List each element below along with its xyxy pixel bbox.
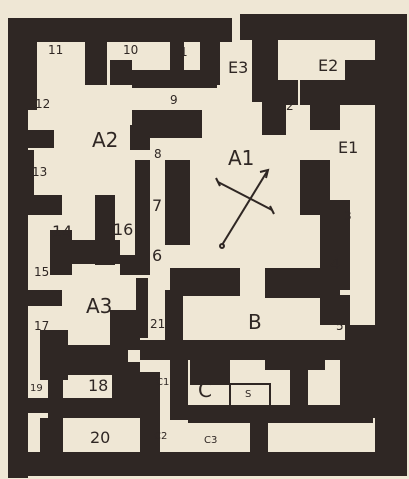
room-E3-label: E3 [228,58,249,77]
room-21-label: 21 [150,317,166,331]
area-A2-label: A2 [92,128,119,152]
room-C1-label: C1 [156,377,170,388]
room-15-label: 15 [34,265,50,279]
room-10-label: 10 [123,43,139,57]
room-6-label: 6 [152,246,163,265]
room-C3-label: C3 [204,435,218,446]
room-11-label: 11 [48,43,64,57]
room-E2-label: E2 [318,56,339,75]
room-17-label: 17 [34,319,50,333]
room-8-label: 8 [154,147,162,161]
area-B-label: B [248,310,262,334]
room-S-label: S [245,389,252,400]
room-4-label: 4 [330,254,341,273]
room-12-label: 12 [35,97,51,111]
room-5-label: 5 [336,319,344,333]
room-7-label: 7 [152,196,163,215]
room-E1-label: E1 [338,138,359,157]
room-18-label: 18 [88,376,109,395]
room-19-label: 19 [30,383,43,394]
secret-room-box [229,383,271,409]
room-C2-label: C2 [154,431,168,442]
area-C-label: C [198,378,212,402]
room-14-label: 14 [52,222,73,241]
area-A3-label: A3 [86,294,113,318]
room-1-label: 1 [180,45,188,59]
room-2-label: 2 [286,99,294,113]
room-16-label: 16 [113,220,134,239]
compass-marker [215,168,275,249]
room-9-label: 9 [170,93,178,107]
room-13-label: 13 [32,165,48,179]
area-A1-label: A1 [228,146,255,170]
room-3-label: 3 [344,209,352,223]
room-20-label: 20 [90,428,111,447]
